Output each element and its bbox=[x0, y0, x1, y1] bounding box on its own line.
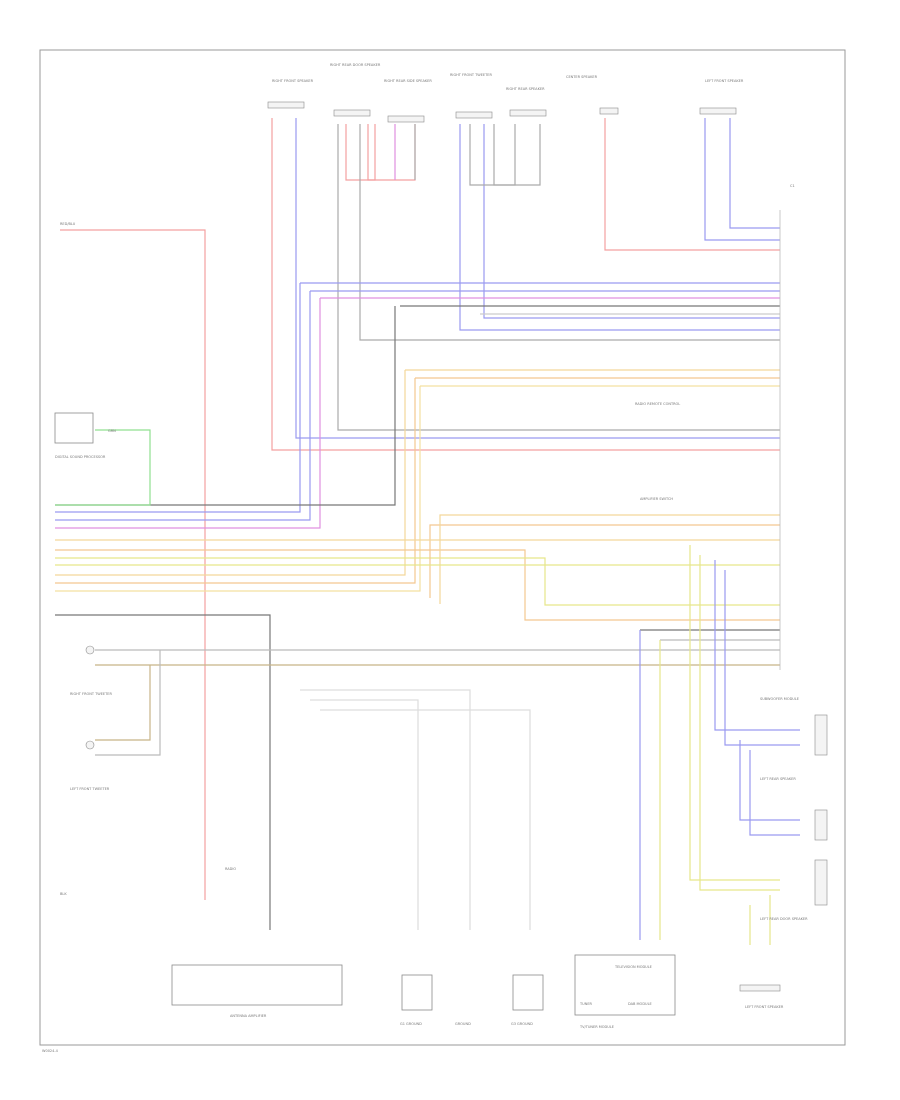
label-lr-speaker: LEFT REAR SPEAKER bbox=[760, 777, 796, 781]
wire-rr-door-1 bbox=[337, 124, 780, 431]
wire-ground-black bbox=[55, 614, 271, 930]
label-amp-switch: AMPLIFIER SWITCH bbox=[640, 497, 673, 501]
g1-ground-box bbox=[401, 974, 433, 1011]
top-label-rf-speaker: RIGHT FRONT SPEAKER bbox=[272, 79, 314, 83]
wire-v-black bbox=[55, 306, 396, 506]
wire-ground-2 bbox=[310, 699, 419, 930]
subwoofer-connector bbox=[814, 714, 828, 756]
wire-sub-yellow-2 bbox=[699, 555, 780, 891]
wire-sub-blue-2 bbox=[724, 570, 800, 746]
label-subwoofer: SUBWOOFER MODULE bbox=[760, 697, 799, 701]
wire-power-red bbox=[60, 229, 206, 900]
wire-lf-1 bbox=[704, 118, 780, 241]
lr-door-speaker-connector bbox=[814, 859, 828, 906]
label-tuner-sub2: DAB MODULE bbox=[628, 1002, 652, 1006]
rf-tweeter-symbol bbox=[85, 645, 95, 655]
lf-speaker-bottom-connector bbox=[739, 984, 781, 992]
label-g2: GROUND bbox=[455, 1022, 471, 1026]
connector-label: C1 bbox=[790, 184, 795, 188]
wire-orange-2 bbox=[55, 549, 780, 621]
label-g1: G1 GROUND bbox=[400, 1022, 422, 1026]
antenna-amp-box bbox=[171, 964, 343, 1006]
wire-v-violet bbox=[55, 298, 321, 529]
top-label-rr-speaker: RIGHT REAR SPEAKER bbox=[506, 87, 545, 91]
rr-speaker-connector bbox=[509, 109, 547, 117]
wire-v-yellow-2 bbox=[55, 386, 421, 592]
wire-rf-spk-red bbox=[271, 118, 780, 451]
wire-rf-spk-blue bbox=[295, 118, 780, 439]
wire-yellow-3 bbox=[55, 557, 780, 606]
main-connector: C1 bbox=[779, 184, 795, 670]
wire-v-blue-1 bbox=[55, 283, 301, 513]
wire-rf-tw-2 bbox=[483, 124, 780, 319]
rr-door-speaker-connector bbox=[333, 109, 371, 117]
label-lf-speaker-bottom: LEFT FRONT SPEAKER bbox=[745, 1005, 784, 1009]
wire-sub-blue-1 bbox=[714, 560, 800, 731]
label-lr-door-speaker: LEFT REAR DOOR SPEAKER bbox=[760, 917, 808, 921]
wire-rf-tw-3 bbox=[469, 124, 516, 186]
rf-speaker-connector bbox=[267, 101, 305, 109]
g3-ground-box bbox=[512, 974, 544, 1011]
label-top-mark: RADIO bbox=[225, 867, 236, 871]
wire-rr-door-3 bbox=[359, 124, 780, 341]
wire-orange-3 bbox=[429, 524, 780, 598]
wire-lr-blue-1 bbox=[739, 740, 800, 821]
wire-v-orange-1 bbox=[55, 378, 416, 584]
wire-bundle bbox=[55, 118, 800, 945]
wire-rf-tw-4 bbox=[493, 124, 541, 186]
wire-lf-tweeter-2 bbox=[95, 650, 161, 756]
label-g3: G3 GROUND bbox=[511, 1022, 533, 1026]
tv-tuner-box bbox=[574, 954, 676, 1016]
diagram-frame bbox=[39, 49, 846, 1046]
wire-v-yellow-1 bbox=[55, 370, 406, 576]
wire-ground-3 bbox=[320, 709, 531, 930]
label-tuner-title: TELEVISION MODULE bbox=[614, 965, 652, 969]
top-label-rr-door-speaker: RIGHT REAR DOOR SPEAKER bbox=[330, 63, 381, 67]
label-tuner: TV/TUNER MODULE bbox=[579, 1025, 614, 1029]
rr-side-speaker-connector bbox=[387, 115, 425, 123]
label-dsp: DIGITAL SOUND PROCESSOR bbox=[55, 455, 106, 459]
top-label-center-speaker: CENTER SPEAKER bbox=[566, 75, 598, 79]
label-power-wire: RED/BLU bbox=[60, 222, 76, 226]
wire-lf-2 bbox=[729, 118, 780, 229]
label-radio-remote: RADIO REMOTE CONTROL bbox=[635, 402, 680, 406]
label-ground: BLK bbox=[60, 892, 67, 896]
rf-tweeter-connector bbox=[455, 111, 493, 119]
wire-yellow-4 bbox=[439, 514, 780, 604]
wire-sub-yellow bbox=[689, 545, 780, 881]
lr-speaker-connector bbox=[814, 809, 828, 841]
lf-speaker-connector bbox=[699, 107, 737, 115]
top-label-lf-speaker: LEFT FRONT SPEAKER bbox=[705, 79, 744, 83]
label-green: GRN bbox=[108, 429, 116, 433]
wire-v-blue-2 bbox=[55, 291, 311, 521]
wire-lr-blue-2 bbox=[749, 750, 800, 836]
top-label-rr-side-speaker: RIGHT REAR SIDE SPEAKER bbox=[384, 79, 432, 83]
center-speaker-connector bbox=[599, 107, 619, 115]
label-tuner-sub1: TUNER bbox=[579, 1002, 593, 1006]
wire-center-red bbox=[604, 118, 780, 251]
top-speaker-group: RIGHT FRONT SPEAKER RIGHT REAR DOOR SPEA… bbox=[267, 63, 744, 123]
wire-rf-tw-1 bbox=[459, 124, 780, 331]
lf-tweeter-symbol bbox=[85, 740, 95, 750]
wire-lf-tweeter-1 bbox=[95, 665, 151, 741]
label-antenna-amp: ANTENNA AMPLIFIER bbox=[230, 1014, 267, 1018]
corner-ref: W0024-4 bbox=[42, 1049, 59, 1053]
top-label-rf-tweeter: RIGHT FRONT TWEETER bbox=[450, 73, 492, 77]
label-rf-tweeter: RIGHT FRONT TWEETER bbox=[70, 692, 112, 696]
wire-ground-1 bbox=[300, 689, 471, 930]
label-lf-tweeter: LEFT FRONT TWEETER bbox=[70, 787, 110, 791]
dsp-module bbox=[54, 412, 94, 444]
wire-green bbox=[55, 429, 151, 506]
